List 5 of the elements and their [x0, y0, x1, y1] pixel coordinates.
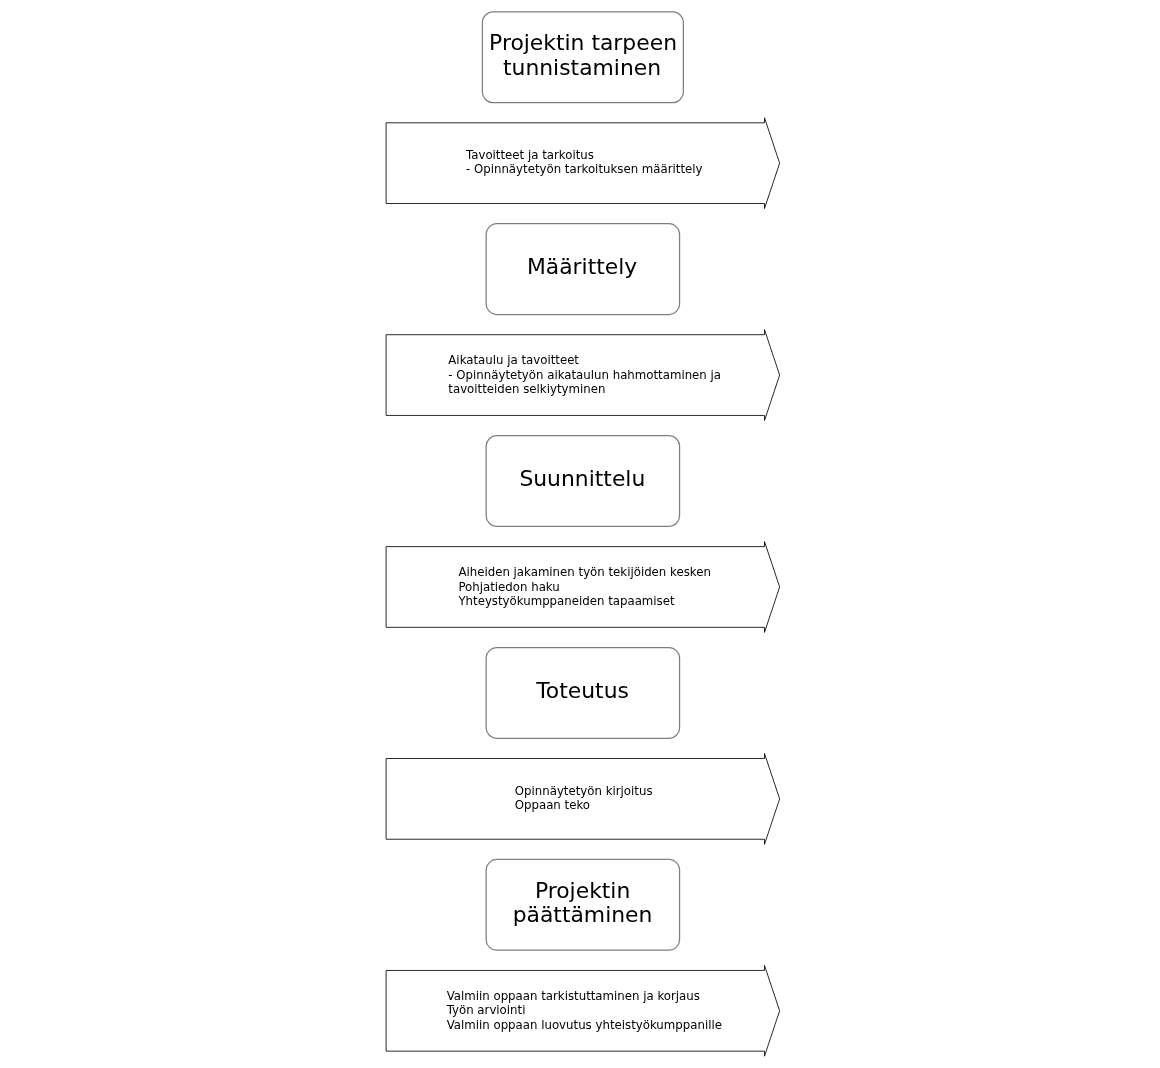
node-box: Projektin tarpeen tunnistaminen [481, 11, 684, 104]
node-box: Määrittely [485, 223, 681, 316]
node-box: Projektin päättäminen [485, 858, 681, 951]
node-box: Toteutus [485, 646, 681, 739]
node-box: Suunnittelu [485, 435, 681, 528]
